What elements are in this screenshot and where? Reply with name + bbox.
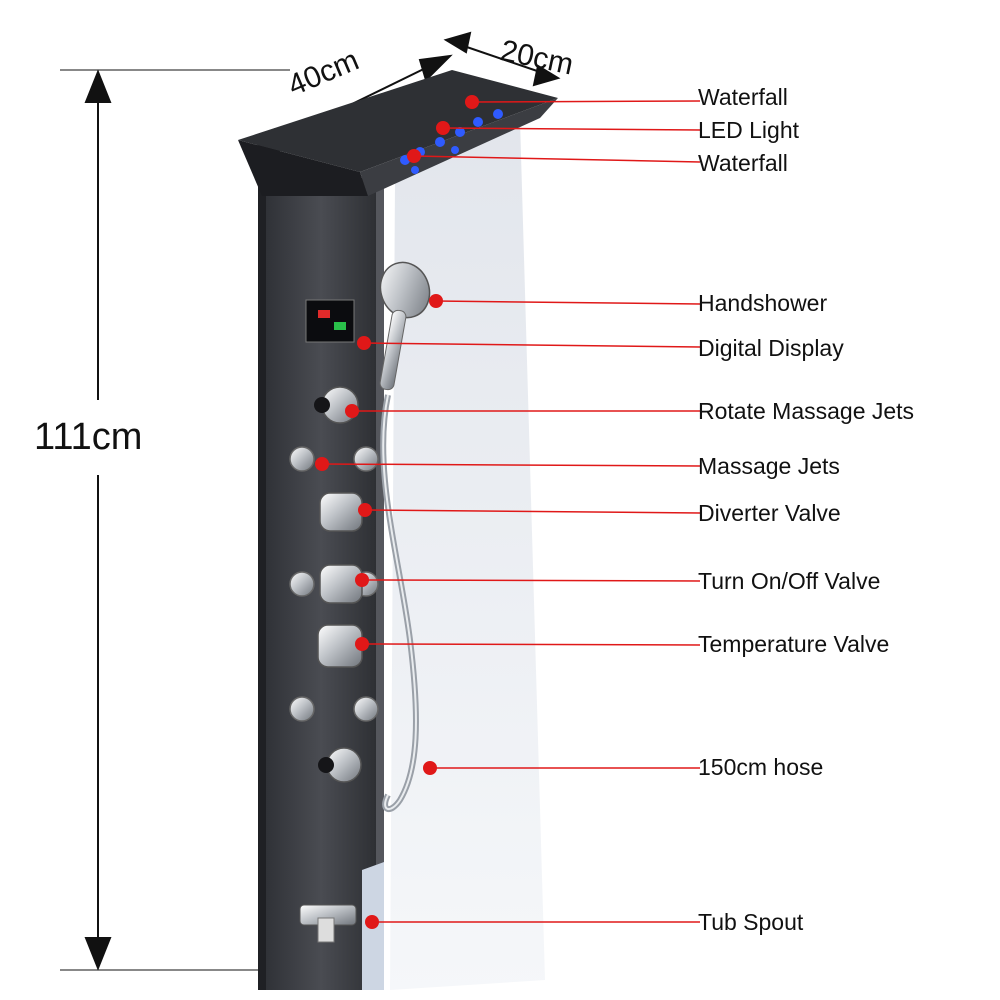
leader-line-temperature-valve bbox=[361, 643, 701, 646]
leader-line-waterfall-top bbox=[471, 100, 701, 103]
waterfall-stream bbox=[390, 120, 545, 990]
diverter-valve-knob bbox=[319, 492, 363, 532]
callout-marker-temperature-valve bbox=[355, 637, 369, 651]
handshower bbox=[379, 261, 431, 391]
callout-marker-waterfall-bottom bbox=[407, 149, 421, 163]
leader-line-turn-on-off-valve bbox=[361, 579, 701, 582]
shower-head-top bbox=[238, 70, 558, 172]
callout-marker-led-light bbox=[436, 121, 450, 135]
tub-spout bbox=[299, 904, 357, 943]
callout-label-handshower: Handshower bbox=[698, 290, 828, 316]
on-off-valve-knob bbox=[319, 564, 363, 604]
leader-line-led-light bbox=[442, 127, 701, 131]
callout-marker-handshower bbox=[429, 294, 443, 308]
depth-dimension-arrow bbox=[443, 31, 561, 87]
leader-line-waterfall-bottom bbox=[413, 155, 701, 163]
callout-label-rotate-massage-jets: Rotate Massage Jets bbox=[698, 398, 915, 424]
callout-marker-hose bbox=[423, 761, 437, 775]
leader-line-digital-display bbox=[363, 342, 701, 348]
callout-marker-rotate-massage-jets bbox=[345, 404, 359, 418]
callout-marker-turn-on-off-valve bbox=[355, 573, 369, 587]
leader-line-massage-jets bbox=[321, 463, 701, 467]
bottom-knob bbox=[318, 747, 362, 783]
callout-label-diverter-valve: Diverter Valve bbox=[698, 500, 841, 526]
callout-label-waterfall-top: Waterfall bbox=[698, 84, 788, 110]
callout-marker-diverter-valve bbox=[358, 503, 372, 517]
callout-label-massage-jets: Massage Jets bbox=[698, 453, 840, 479]
callout-label-hose: 150cm hose bbox=[698, 754, 824, 780]
callout-label-tub-spout: Tub Spout bbox=[698, 909, 804, 935]
callout-label-turn-on-off-valve: Turn On/Off Valve bbox=[698, 568, 881, 594]
digital-display-screen bbox=[305, 299, 355, 343]
callout-leaders bbox=[315, 95, 701, 929]
callout-marker-digital-display bbox=[357, 336, 371, 350]
callout-marker-tub-spout bbox=[365, 915, 379, 929]
callout-label-waterfall-bottom: Waterfall bbox=[698, 150, 788, 176]
callout-label-digital-display: Digital Display bbox=[698, 335, 844, 361]
callout-marker-waterfall-top bbox=[465, 95, 479, 109]
callout-marker-massage-jets bbox=[315, 457, 329, 471]
led-light-strip bbox=[400, 109, 503, 174]
height-dimension-arrow bbox=[60, 69, 290, 971]
callout-label-temperature-valve: Temperature Valve bbox=[698, 631, 890, 657]
leader-line-diverter-valve bbox=[364, 509, 701, 514]
callout-label-led-light: LED Light bbox=[698, 117, 800, 143]
leader-line-handshower bbox=[435, 300, 701, 305]
height-label: 111cm bbox=[34, 416, 143, 458]
